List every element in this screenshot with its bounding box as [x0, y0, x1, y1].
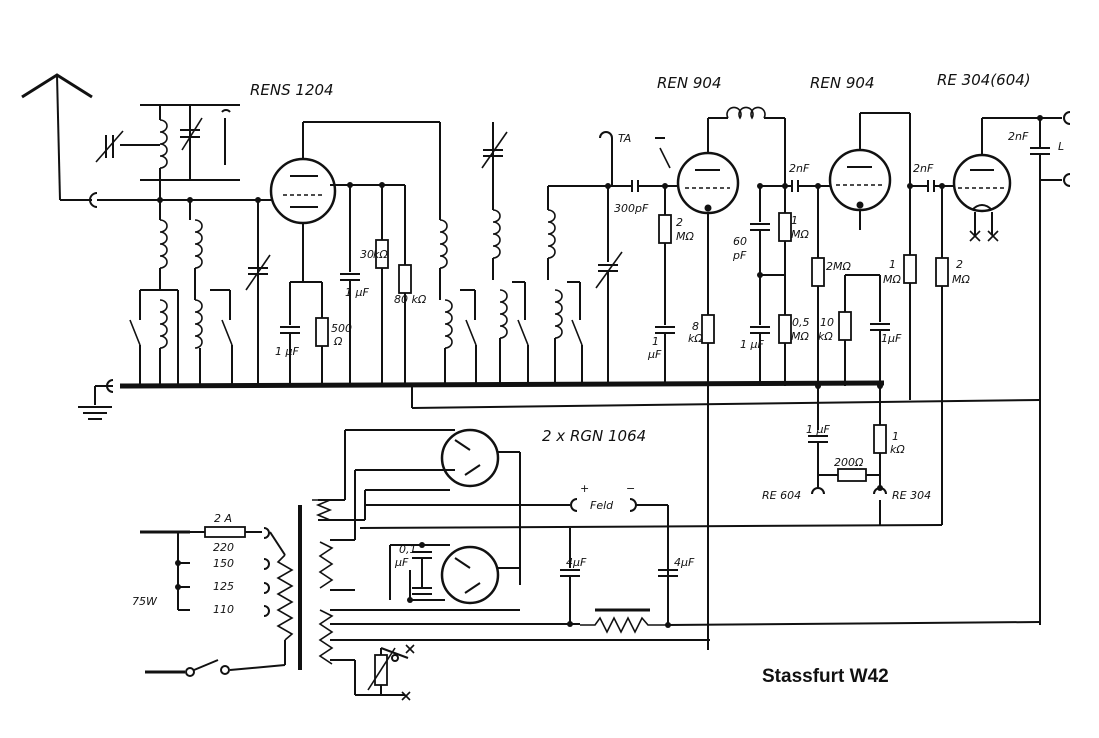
- cap-60pf-a: 60: [733, 235, 747, 248]
- res-1k-a: 1: [892, 430, 899, 443]
- bias-network: [808, 435, 887, 525]
- rectifier-tube-2: [389, 544, 520, 605]
- tube-label-ren904-det: REN 904: [657, 74, 722, 92]
- antenna-symbol: [21, 73, 98, 208]
- rf-coil-left: [129, 180, 179, 386]
- res-1m-out-b: MΩ: [883, 273, 901, 286]
- cap-01uf-a: 0,1: [399, 543, 417, 556]
- rectifier-tube-1: [440, 428, 521, 585]
- tube-label-rens1204: RENS 1204: [250, 81, 334, 99]
- tap-150: 150: [213, 557, 234, 570]
- res-1m-b: MΩ: [791, 228, 809, 241]
- res-05m-b: MΩ: [791, 330, 809, 343]
- power-label: 75W: [132, 595, 158, 608]
- speaker-label: L: [1058, 140, 1064, 153]
- cap-300pf: 300pF: [614, 202, 649, 215]
- re304-label: RE 304: [892, 489, 931, 502]
- res-1k-b: kΩ: [890, 443, 905, 456]
- mains-input: [140, 526, 294, 677]
- res-1m-out-a: 1: [889, 258, 896, 271]
- res-500-b: Ω: [333, 335, 343, 348]
- cap-4uf-1: 4μF: [566, 556, 587, 569]
- res-10k-a: 10: [820, 316, 834, 329]
- secondary-windings: [312, 429, 710, 696]
- cap-2nf-3: 2nF: [1008, 130, 1029, 143]
- res-2m-a: 2: [676, 216, 683, 229]
- cap-60pf-b: pF: [732, 249, 747, 262]
- tube-ren904-detector: [599, 106, 786, 650]
- af-coupling-network: [750, 180, 832, 430]
- res-500-a: 500: [331, 322, 352, 335]
- interstage-coil: [411, 219, 1041, 409]
- tube-label-ren904-af: REN 904: [810, 74, 875, 92]
- rf-coil-right: [189, 200, 233, 386]
- cap-4uf-2: 4μF: [674, 556, 695, 569]
- tap-125: 125: [213, 580, 234, 593]
- input-coil-assembly: [95, 104, 240, 181]
- feld-label: Feld: [590, 499, 614, 512]
- tap-110: 110: [213, 603, 234, 616]
- res-2m-af: 2MΩ: [826, 260, 851, 273]
- feld-minus: −: [626, 482, 635, 495]
- tube-label-rgn1064: 2 x RGN 1064: [542, 427, 646, 445]
- res-05m-a: 0,5: [792, 316, 810, 329]
- cap-1uf-af: 1 μF: [740, 338, 764, 351]
- fuse-label: 2 A: [214, 512, 232, 525]
- ta-label: TA: [618, 132, 631, 145]
- cap-1uf-bot: 1 μF: [806, 423, 830, 436]
- cap-1uf-rf: 1 μF: [345, 286, 369, 299]
- res-30k-b: kΩ: [373, 248, 388, 261]
- cap-1uf-det-b: μF: [647, 348, 662, 361]
- res-10k-b: kΩ: [818, 330, 833, 343]
- tube-rens1204: [245, 121, 441, 386]
- feld-plus: +: [580, 482, 589, 495]
- res-200: 200Ω: [834, 456, 864, 469]
- tube-ren904-af: [828, 112, 917, 488]
- cap-2nf-2: 2nF: [913, 162, 934, 175]
- res-2m-b: MΩ: [676, 230, 694, 243]
- potentiometer: [367, 644, 415, 701]
- tube-re304: [952, 111, 1071, 625]
- tube-label-re304: RE 304(604): [937, 71, 1031, 89]
- cap-2nf-1: 2nF: [789, 162, 810, 175]
- field-coil: [359, 498, 943, 625]
- tap-220: 220: [213, 541, 234, 554]
- output-coupling: [910, 180, 958, 525]
- ground-bus: [119, 380, 885, 389]
- detector-tuned-circuit: [481, 122, 632, 386]
- cap-1uf-af2: 1μF: [881, 332, 902, 345]
- res-30k-a: 30: [360, 248, 374, 261]
- filter-section: [560, 528, 1041, 634]
- cap-1uf-det-a: 1: [652, 335, 659, 348]
- re604-label: RE 604: [762, 489, 801, 502]
- ground-symbol: [78, 379, 114, 420]
- junction-dots: [157, 115, 1043, 628]
- cap-1uf-cath: 1 μF: [275, 345, 299, 358]
- diagram-title: Stassfurt W42: [762, 666, 889, 687]
- res-2m-out-b: MΩ: [952, 273, 970, 286]
- res-80k: 80 kΩ: [394, 293, 427, 306]
- res-2m-out-a: 2: [956, 258, 963, 271]
- cap-01uf-b: μF: [394, 556, 409, 569]
- res-8k-b: kΩ: [688, 332, 703, 345]
- res-1m-a: 1: [791, 214, 798, 227]
- res-8k-a: 8: [692, 320, 699, 333]
